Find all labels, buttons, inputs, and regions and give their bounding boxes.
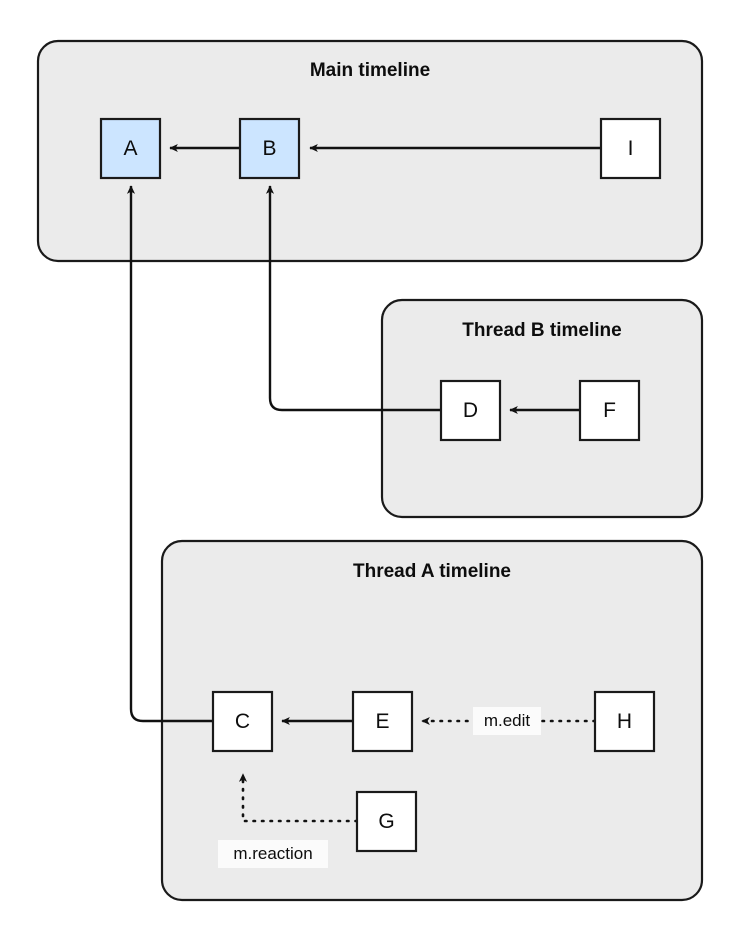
node-a-box[interactable] [99, 117, 162, 180]
node-i[interactable]: I [599, 117, 662, 180]
thread-a-timeline-title: Thread A timeline [353, 561, 511, 582]
thread-b-timeline-container [380, 298, 704, 519]
node-a-label: A [123, 137, 137, 160]
node-e-box[interactable] [351, 690, 414, 753]
node-h[interactable]: H [593, 690, 656, 753]
node-a[interactable]: A [99, 117, 162, 180]
node-d-label: D [463, 399, 478, 422]
m-edit-label-background [473, 707, 541, 735]
group-thread-b-timeline: Thread B timeline [380, 298, 704, 519]
node-d[interactable]: D [439, 379, 502, 442]
node-b-box[interactable] [238, 117, 301, 180]
node-c[interactable]: C [211, 690, 274, 753]
node-g-box[interactable] [355, 790, 418, 853]
node-f[interactable]: F [578, 379, 641, 442]
m-edit-label-text: m.edit [484, 711, 531, 730]
edge-d-to-b [265, 185, 441, 412]
edge-g-to-c [238, 772, 359, 823]
group-main-timeline: Main timeline [36, 39, 704, 263]
node-b-label: B [262, 137, 276, 160]
node-g[interactable]: G [355, 790, 418, 853]
node-d-box[interactable] [439, 379, 502, 442]
node-h-label: H [617, 710, 632, 733]
node-c-label: C [235, 710, 250, 733]
node-h-box[interactable] [593, 690, 656, 753]
node-e-label: E [375, 710, 389, 733]
main-timeline-title: Main timeline [310, 60, 430, 81]
node-e[interactable]: E [351, 690, 414, 753]
node-f-label: F [603, 399, 616, 422]
thread-b-timeline-title: Thread B timeline [462, 320, 621, 341]
node-g-label: G [378, 810, 394, 833]
m-reaction-label-background [218, 840, 328, 868]
main-timeline-container [36, 39, 704, 263]
edge-label-m-edit: m.edit [473, 707, 541, 735]
node-i-label: I [628, 137, 634, 160]
node-c-box[interactable] [211, 690, 274, 753]
node-i-box[interactable] [599, 117, 662, 180]
node-f-box[interactable] [578, 379, 641, 442]
m-reaction-label-text: m.reaction [233, 844, 312, 863]
edge-label-m-reaction: m.reaction [218, 840, 328, 868]
node-b[interactable]: B [238, 117, 301, 180]
edge-c-to-a [126, 185, 213, 723]
